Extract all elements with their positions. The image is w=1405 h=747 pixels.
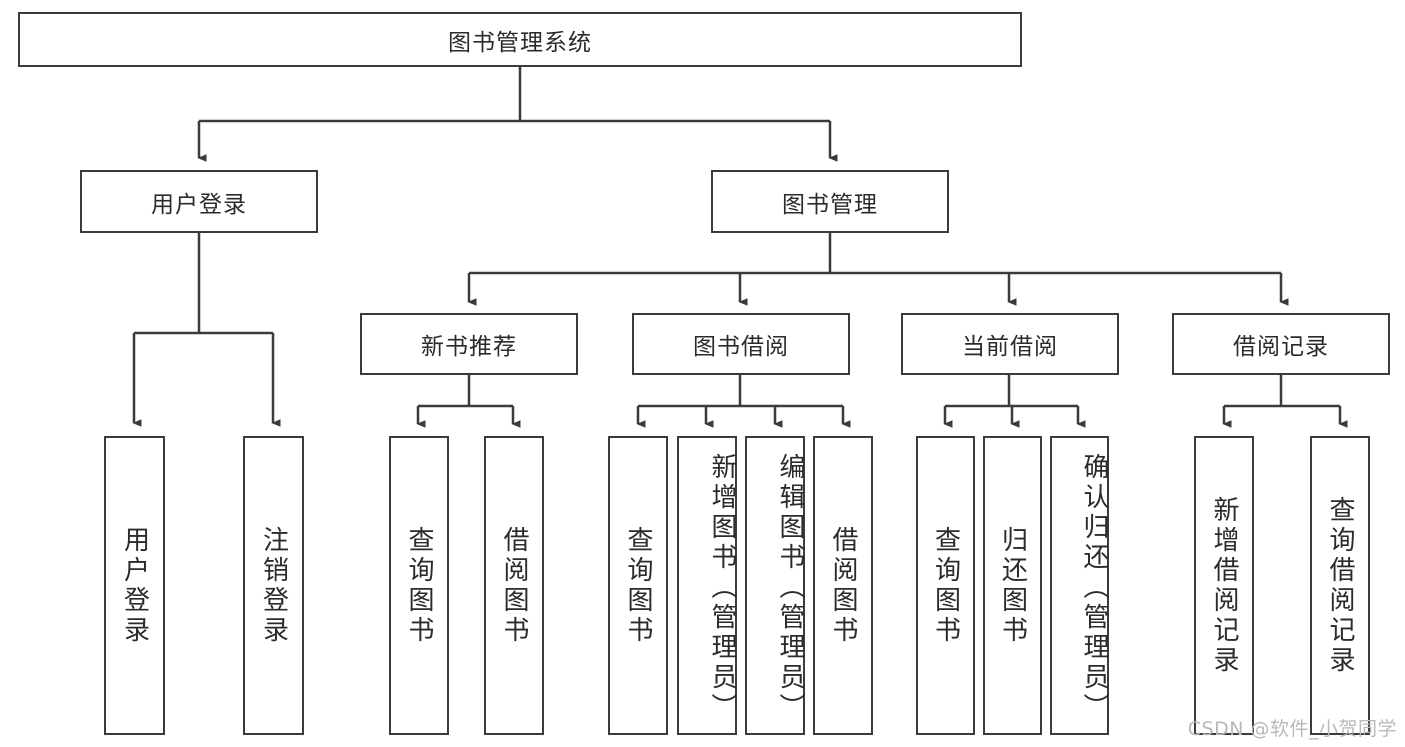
leaf-confirm-return[interactable]: 确认归还（管理员） (1050, 436, 1109, 735)
node-new-book-recommend-label: 新书推荐 (421, 334, 517, 360)
node-book-borrow[interactable]: 图书借阅 (632, 313, 850, 375)
leaf-borrow-book-1[interactable]: 借阅图书 (484, 436, 544, 735)
leaf-add-record[interactable]: 新增借阅记录 (1194, 436, 1254, 735)
node-current-borrow[interactable]: 当前借阅 (901, 313, 1119, 375)
node-book-management-label: 图书管理 (782, 191, 878, 218)
leaf-query-record[interactable]: 查询借阅记录 (1310, 436, 1370, 735)
leaf-edit-book-label: 编辑图书（管理员） (775, 452, 805, 723)
leaf-user-logout-label: 注销登录 (258, 525, 289, 646)
leaf-query-record-label: 查询借阅记录 (1325, 495, 1355, 676)
node-user-login-label: 用户登录 (151, 191, 247, 218)
leaf-add-book-label: 新增图书（管理员） (707, 452, 737, 723)
leaf-query-book-1[interactable]: 查询图书 (389, 436, 449, 735)
leaf-user-logout[interactable]: 注销登录 (243, 436, 304, 735)
node-book-management[interactable]: 图书管理 (711, 170, 949, 233)
leaf-query-book-3[interactable]: 查询图书 (916, 436, 975, 735)
node-root[interactable]: 图书管理系统 (18, 12, 1022, 67)
node-borrow-record[interactable]: 借阅记录 (1172, 313, 1390, 375)
leaf-return-book[interactable]: 归还图书 (983, 436, 1042, 735)
node-user-login[interactable]: 用户登录 (80, 170, 318, 233)
node-book-borrow-label: 图书借阅 (693, 334, 789, 360)
leaf-borrow-book-2[interactable]: 借阅图书 (813, 436, 873, 735)
leaf-return-book-label: 归还图书 (997, 525, 1028, 646)
leaf-confirm-return-label: 确认归还（管理员） (1079, 452, 1109, 723)
leaf-query-book-2-label: 查询图书 (623, 525, 653, 646)
leaf-borrow-book-1-label: 借阅图书 (499, 525, 529, 646)
csdn-watermark: CSDN @软件_小贺同学 (1187, 718, 1397, 740)
leaf-add-book[interactable]: 新增图书（管理员） (677, 436, 737, 735)
leaf-query-book-1-label: 查询图书 (404, 525, 434, 646)
node-root-label: 图书管理系统 (448, 29, 592, 56)
leaf-borrow-book-2-label: 借阅图书 (828, 525, 858, 646)
leaf-edit-book[interactable]: 编辑图书（管理员） (745, 436, 805, 735)
leaf-user-login-label: 用户登录 (119, 525, 150, 646)
leaf-user-login[interactable]: 用户登录 (104, 436, 165, 735)
node-new-book-recommend[interactable]: 新书推荐 (360, 313, 578, 375)
leaf-query-book-2[interactable]: 查询图书 (608, 436, 668, 735)
node-current-borrow-label: 当前借阅 (962, 334, 1058, 360)
node-borrow-record-label: 借阅记录 (1233, 334, 1329, 360)
leaf-query-book-3-label: 查询图书 (930, 525, 961, 646)
leaf-add-record-label: 新增借阅记录 (1209, 495, 1239, 676)
